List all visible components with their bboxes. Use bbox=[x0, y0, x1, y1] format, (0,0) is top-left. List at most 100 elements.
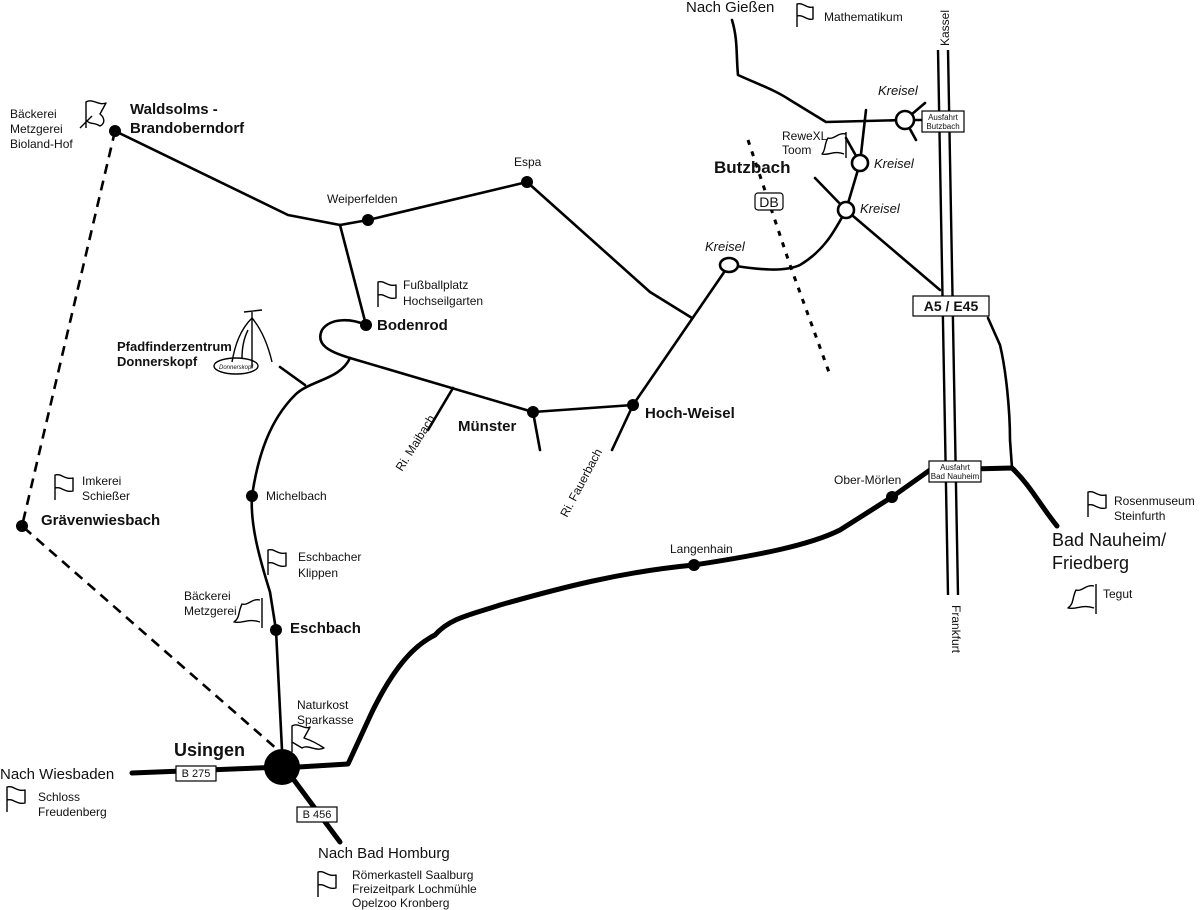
flag-icon-mathematikum bbox=[796, 2, 814, 27]
roundabout-butzbach-mid bbox=[850, 153, 870, 173]
town-label-hoch-weisel: Hoch-Weisel bbox=[645, 405, 735, 422]
sign-b456: B 456 bbox=[296, 806, 338, 823]
sign-a5: A5 / E45 bbox=[912, 295, 990, 317]
town-dot-usingen bbox=[264, 749, 300, 785]
roundabout-label-butzbach-south: Kreisel bbox=[860, 201, 901, 216]
svg-text:Donnerskopf: Donnerskopf bbox=[219, 365, 254, 371]
flag-icon-rosenmuseum bbox=[1087, 490, 1107, 517]
town-dot-bodenrod bbox=[360, 319, 372, 331]
sign-exit-butzbach: Ausfahrt Butzbach bbox=[921, 110, 965, 133]
dest-label-giessen: Nach Gießen bbox=[686, 0, 774, 16]
town-label-usingen: Usingen bbox=[174, 740, 245, 760]
svg-text:Ausfahrt: Ausfahrt bbox=[928, 113, 959, 122]
town-label-weiperfelden: Weiperfelden bbox=[327, 192, 398, 206]
town-dot-ober-moerlen bbox=[886, 491, 898, 503]
poi-label-waldsolms-1: Bäckerei bbox=[10, 107, 57, 121]
poi-label-pfadfinder-1: Pfadfinderzentrum bbox=[117, 339, 232, 354]
road-dashed-graevenwiesbach bbox=[20, 130, 279, 751]
svg-text:A5 / E45: A5 / E45 bbox=[924, 298, 979, 314]
tent-icon-donnerskopf: Donnerskopf bbox=[213, 309, 273, 375]
svg-text:Bad Nauheim: Bad Nauheim bbox=[931, 472, 980, 481]
poi-label-homburg-3: Opelzoo Kronberg bbox=[352, 896, 449, 910]
poi-label-waldsolms-2: Metzgerei bbox=[10, 122, 63, 136]
poi-label-imkerei-1: Imkerei bbox=[82, 474, 121, 488]
town-dot-espa bbox=[521, 176, 533, 188]
poi-label-eschbach-shop-2: Metzgerei bbox=[184, 604, 237, 618]
poi-label-eschbach-shop-1: Bäckerei bbox=[184, 589, 231, 603]
dest-label-frankfurt: Frankfurt bbox=[949, 605, 963, 654]
flag-icon-rewe bbox=[821, 132, 847, 158]
town-label-bodenrod: Bodenrod bbox=[377, 317, 448, 334]
poi-label-schloss-2: Freudenberg bbox=[38, 805, 107, 819]
poi-label-rewe-2: Toom bbox=[782, 143, 811, 157]
poi-label-homburg-1: Römerkastell Saalburg bbox=[352, 868, 473, 882]
town-label-espa: Espa bbox=[514, 155, 542, 169]
roundabout-label-west: Kreisel bbox=[705, 239, 746, 254]
svg-text:DB: DB bbox=[759, 194, 778, 210]
poi-label-mathematikum: Mathematikum bbox=[824, 10, 903, 24]
svg-text:Ausfahrt: Ausfahrt bbox=[940, 463, 971, 472]
poi-label-rewe-1: ReweXL bbox=[782, 129, 828, 143]
town-label-graevenwiesbach: Grävenwiesbach bbox=[41, 512, 160, 529]
town-dot-weiperfelden bbox=[362, 214, 374, 226]
poi-label-rosen-1: Rosenmuseum bbox=[1114, 494, 1195, 508]
town-label-butzbach: Butzbach bbox=[714, 158, 791, 177]
roundabout-label-butzbach-north: Kreisel bbox=[878, 83, 919, 98]
poi-label-schloss-1: Schloss bbox=[38, 790, 80, 804]
town-label-waldsolms-1: Waldsolms - bbox=[130, 101, 218, 118]
town-label-eschbach: Eschbach bbox=[290, 620, 361, 637]
town-dot-hoch-weisel bbox=[627, 399, 639, 411]
dest-label-kassel: Kassel bbox=[938, 10, 952, 46]
poi-label-imkerei-2: Schießer bbox=[82, 489, 130, 503]
town-label-michelbach: Michelbach bbox=[266, 489, 327, 503]
svg-text:Butzbach: Butzbach bbox=[926, 122, 959, 131]
motorway-a5 bbox=[936, 49, 960, 596]
sign-exit-bad-nauheim: Ausfahrt Bad Nauheim bbox=[928, 460, 982, 483]
sign-b275: B 275 bbox=[175, 765, 217, 782]
secondary-roads bbox=[113, 18, 1014, 752]
svg-text:B 275: B 275 bbox=[182, 768, 211, 780]
poi-label-pfadfinder-2: Donnerskopf bbox=[117, 354, 198, 369]
roundabout-label-butzbach-mid: Kreisel bbox=[874, 156, 915, 171]
town-label-ober-moerlen: Ober-Mörlen bbox=[834, 473, 901, 487]
poi-label-tegut: Tegut bbox=[1103, 587, 1133, 601]
direction-label-maibach: Ri. Maibach bbox=[393, 412, 438, 473]
town-dot-michelbach bbox=[246, 490, 258, 502]
town-dot-waldsolms bbox=[109, 125, 121, 137]
flag-icon-tegut bbox=[1067, 584, 1097, 614]
roundabouts bbox=[718, 109, 916, 274]
direction-label-fauerbach: Ri. Fauerbach bbox=[557, 446, 605, 519]
town-label-langenhain: Langenhain bbox=[670, 542, 733, 556]
flag-icon-bad-homburg bbox=[317, 870, 337, 897]
dest-label-bad-homburg: Nach Bad Homburg bbox=[318, 845, 450, 862]
town-dot-eschbach bbox=[270, 624, 282, 636]
flag-icon-eschbacher-klippen bbox=[267, 548, 287, 575]
roundabout-west bbox=[718, 256, 740, 274]
town-markers bbox=[16, 125, 898, 785]
flag-icon-waldsolms bbox=[79, 100, 107, 129]
poi-label-fussball-1: Fußballplatz bbox=[403, 278, 468, 292]
flag-icon-eschbach-shop bbox=[233, 598, 263, 628]
poi-label-naturkost-2: Sparkasse bbox=[297, 713, 354, 727]
poi-label-naturkost-1: Naturkost bbox=[297, 698, 349, 712]
poi-label-eschbacher-2: Klippen bbox=[298, 566, 338, 580]
flag-icon-naturkost bbox=[291, 724, 325, 752]
poi-label-rosen-2: Steinfurth bbox=[1114, 509, 1165, 523]
poi-label-fussball-2: Hochseilgarten bbox=[403, 294, 483, 308]
roundabout-butzbach-north bbox=[894, 109, 916, 131]
flag-icon-imkerei bbox=[54, 473, 74, 500]
roundabout-butzbach-south bbox=[836, 200, 856, 220]
town-dot-muenster bbox=[527, 406, 539, 418]
sign-db: DB bbox=[754, 192, 784, 211]
town-dot-langenhain bbox=[688, 559, 700, 571]
town-dot-graevenwiesbach bbox=[16, 520, 28, 532]
flag-icon-fussball bbox=[377, 280, 397, 307]
dest-label-bad-nauheim-2: Friedberg bbox=[1052, 553, 1129, 573]
town-label-waldsolms-2: Brandoberndorf bbox=[130, 120, 245, 137]
poi-label-homburg-2: Freizeitpark Lochmühle bbox=[352, 882, 477, 896]
svg-text:B 456: B 456 bbox=[303, 809, 332, 821]
road-usingen-ober-moerlen bbox=[279, 465, 1060, 771]
poi-label-waldsolms-3: Bioland-Hof bbox=[10, 137, 73, 151]
flag-icon-schloss bbox=[6, 785, 26, 812]
